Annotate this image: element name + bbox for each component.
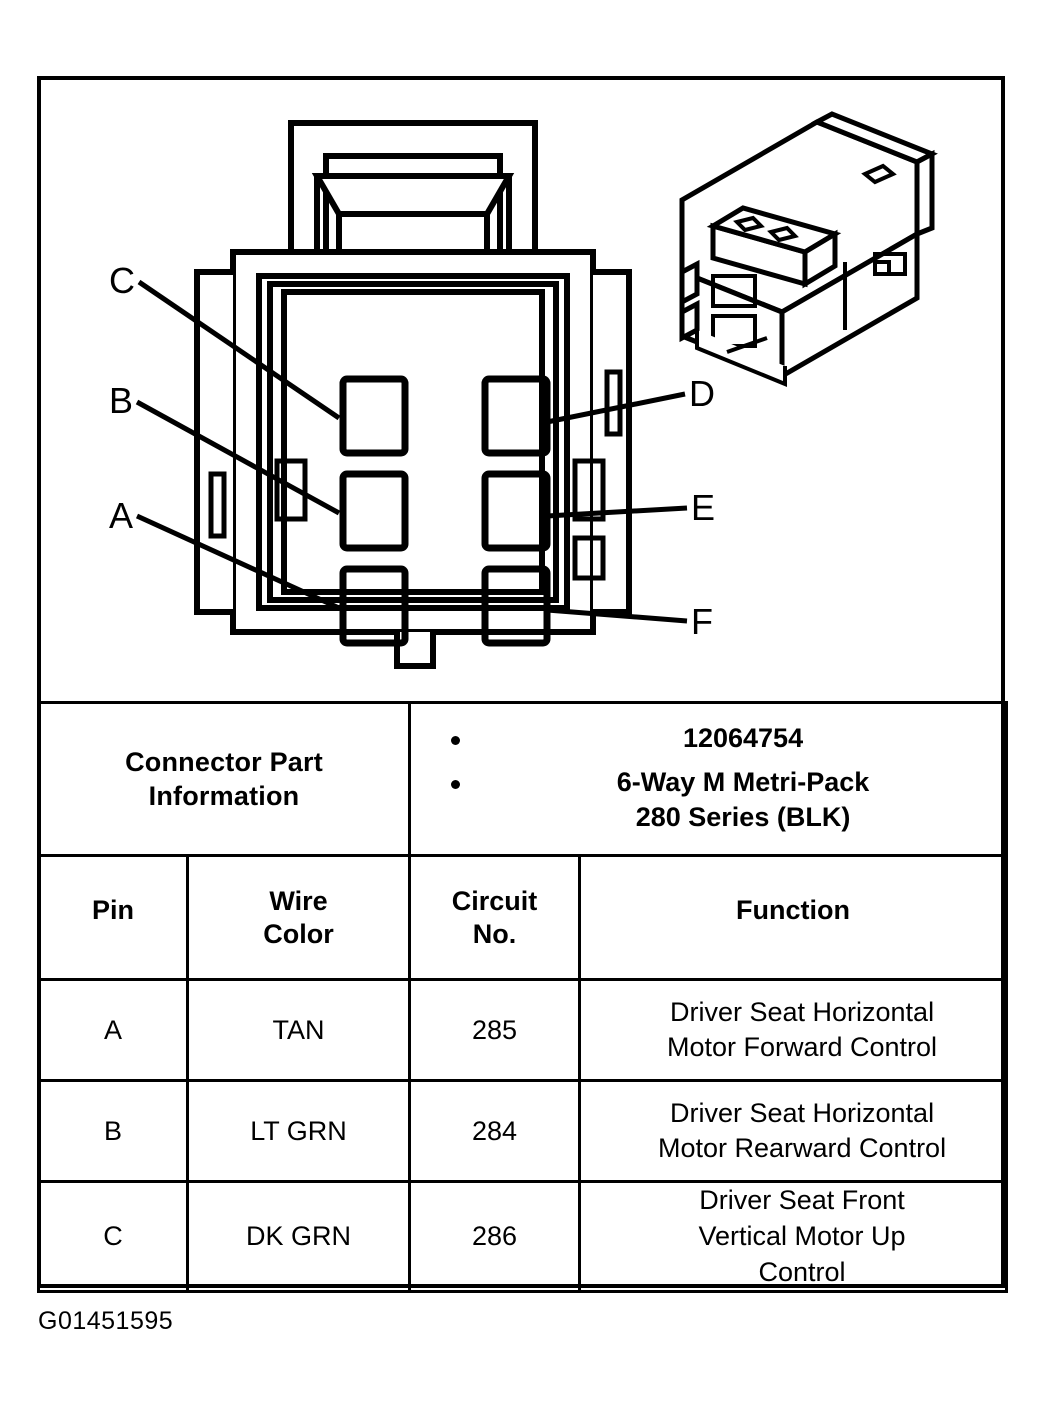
- leader-line-D: [546, 391, 686, 425]
- cell-function: Driver Seat Horizontal Motor Rearward Co…: [578, 1079, 1009, 1184]
- cell-wire-color: LT GRN: [185, 1079, 412, 1184]
- function-line2: Motor Rearward Control: [657, 1133, 947, 1164]
- cavity-F: [481, 565, 551, 647]
- cpi-label-line1: Connector Part: [125, 746, 323, 777]
- pin-label-E: E: [691, 487, 715, 528]
- iso-window-1: [679, 259, 700, 307]
- cell-function: Driver Seat Front Vertical Motor Up Cont…: [578, 1180, 1009, 1294]
- right-inner-notch: [572, 458, 606, 522]
- latch-inner-trapezoid: [311, 173, 515, 217]
- table-header-row: Pin Wire Color Circuit No. Function: [37, 854, 1009, 982]
- iso-cavity-a: [711, 274, 757, 308]
- iso-side-window-detail: [875, 260, 891, 274]
- cell-pin: C: [37, 1180, 189, 1294]
- table-row: A TAN 285 Driver Seat Horizontal Motor F…: [37, 978, 1009, 1083]
- header-wire-line2: Color: [263, 918, 334, 949]
- leader-line-C: [137, 279, 341, 421]
- cell-wire-color: DK GRN: [185, 1180, 412, 1294]
- cpi-bullet-part-number: 12064754: [451, 721, 1005, 756]
- table-row: C DK GRN 286 Driver Seat Front Vertical …: [37, 1180, 1009, 1294]
- cpi-label-line2: Information: [148, 781, 300, 812]
- cell-circuit-no: 285: [408, 978, 582, 1083]
- latch-inner-posts: [336, 214, 490, 252]
- table-row: B LT GRN 284 Driver Seat Horizontal Moto…: [37, 1079, 1009, 1184]
- figure-caption: G01451595: [38, 1307, 174, 1335]
- iso-rear-side: [914, 149, 935, 238]
- iso-window-2: [679, 299, 700, 343]
- left-wing-slot: [208, 471, 227, 539]
- connector-part-info-label: Connector Part Information: [36, 700, 412, 858]
- iso-locking-ear: [861, 163, 897, 185]
- cell-circuit-no: 284: [408, 1079, 582, 1184]
- connector-info-table: Connector Part Information 12064754 6-Wa…: [36, 700, 1009, 1294]
- cavity-B: [339, 470, 409, 552]
- header-wire-color: Wire Color: [185, 854, 412, 982]
- cell-function: Driver Seat Horizontal Motor Forward Con…: [578, 978, 1009, 1083]
- connector-face-view: [135, 120, 688, 669]
- function-line2: Motor Forward Control: [666, 1032, 938, 1063]
- cpi-bullet-list: 12064754 6-Way M Metri-Pack 280 Series (…: [445, 721, 1005, 835]
- connector-part-info-row: Connector Part Information 12064754 6-Wa…: [36, 700, 1009, 858]
- connector-drawing-svg: C B A D E F: [109, 111, 938, 669]
- cell-pin: A: [37, 978, 189, 1083]
- pin-label-F: F: [691, 601, 713, 642]
- function-line2: Vertical Motor Up: [698, 1220, 906, 1251]
- header-wire-line1: Wire: [269, 885, 328, 916]
- cpi-part-number: 12064754: [682, 723, 804, 753]
- cavity-plate: [281, 289, 545, 595]
- cavity-D: [481, 375, 551, 457]
- cell-pin: B: [37, 1079, 189, 1184]
- cpi-description-line2: 280 Series (BLK): [635, 802, 851, 833]
- leader-line-B: [135, 399, 341, 516]
- function-line1: Driver Seat Horizontal: [669, 1097, 935, 1128]
- cavity-E: [481, 470, 551, 552]
- iso-skirt-detail: [726, 336, 768, 354]
- header-circuit-no: Circuit No.: [408, 854, 582, 982]
- cpi-description-line1: 6-Way M Metri-Pack: [616, 767, 870, 798]
- header-circuit-line1: Circuit: [451, 885, 538, 916]
- iso-latch-side: [802, 229, 838, 289]
- iso-bottom-skirt: [695, 330, 787, 387]
- cell-circuit-no: 286: [408, 1180, 582, 1294]
- pin-label-B: B: [109, 380, 133, 421]
- pin-label-A: A: [109, 495, 133, 536]
- pin-label-group: C B A D E F: [109, 260, 715, 642]
- header-function: Function: [578, 854, 1009, 982]
- connector-isometric-view: [679, 111, 938, 387]
- iso-latch-notch-2: [767, 225, 799, 243]
- pin-label-C: C: [109, 260, 135, 301]
- iso-body-right-face: [779, 229, 920, 381]
- cavity-A: [339, 565, 409, 647]
- header-circuit-line2: No.: [472, 918, 517, 949]
- leader-line-E: [546, 505, 688, 519]
- function-line1: Driver Seat Horizontal: [669, 996, 935, 1027]
- leader-line-A: [135, 513, 341, 611]
- function-line1: Driver Seat Front: [699, 1185, 905, 1216]
- connector-part-info-values: 12064754 6-Way M Metri-Pack 280 Series (…: [408, 700, 1009, 858]
- pin-label-D: D: [689, 373, 715, 414]
- right-wing-slot: [604, 369, 623, 437]
- left-inner-notch: [274, 458, 308, 522]
- right-wing: [593, 269, 632, 615]
- leader-line-F: [546, 607, 688, 624]
- cavity-C: [339, 375, 409, 457]
- cpi-bullet-description: 6-Way M Metri-Pack 280 Series (BLK): [451, 765, 1005, 835]
- right-inner-notch-2: [572, 535, 606, 581]
- latch-inner-sides: [314, 176, 512, 252]
- connector-illustration: C B A D E F: [37, 76, 1005, 701]
- cell-wire-color: TAN: [185, 978, 412, 1083]
- iso-latch-notch-1: [733, 215, 765, 233]
- header-pin: Pin: [37, 854, 189, 982]
- function-line3: Control: [758, 1256, 846, 1287]
